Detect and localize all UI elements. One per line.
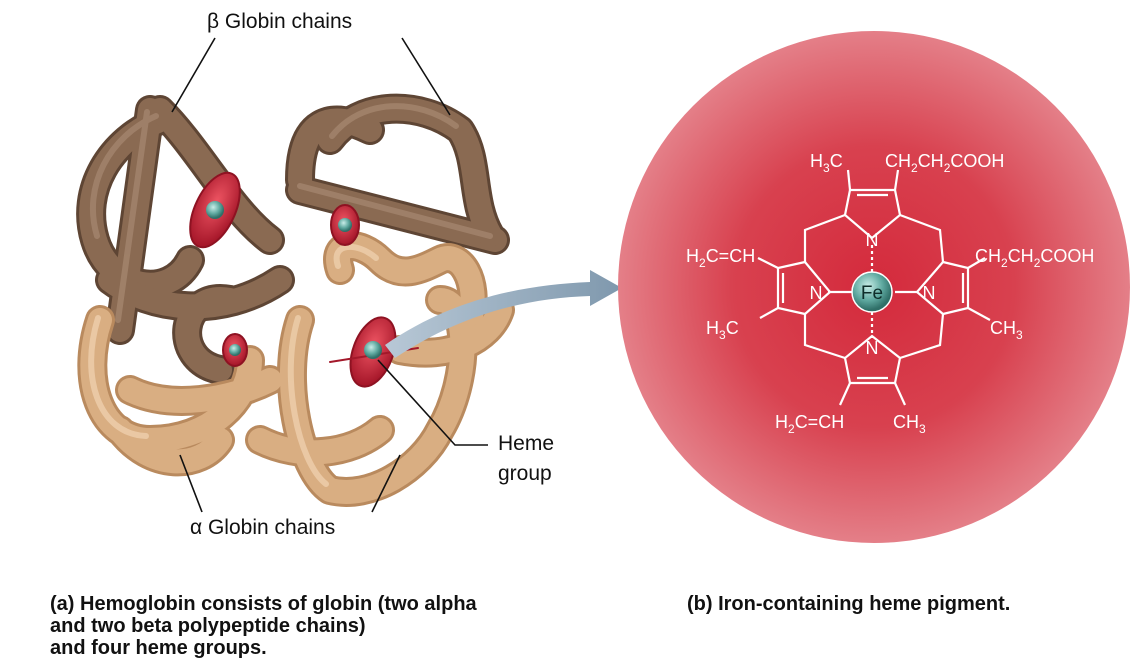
caption-a: (a) Hemoglobin consists of globin (two a… xyxy=(50,593,610,659)
iron-atom xyxy=(851,271,893,313)
caption-a-line: (a) Hemoglobin consists of globin (two a… xyxy=(50,593,477,615)
porphyrin-skeleton xyxy=(757,169,991,406)
caption-b: (b) Iron-containing heme pigment. xyxy=(687,593,1011,615)
nitrogen-label-left: N xyxy=(810,283,823,303)
leader-line-alpha-left xyxy=(179,454,203,513)
beta-chains-highlight xyxy=(90,103,493,323)
heme-group xyxy=(222,333,248,367)
methyl-label-right: CH3 xyxy=(990,318,1023,342)
caption-a-line: and four heme groups. xyxy=(50,637,267,659)
hemoglobin-model xyxy=(76,93,515,507)
propionic-label-right: CH2CH2COOH xyxy=(975,246,1094,270)
iron-label: Fe xyxy=(861,283,883,304)
nitrogen-label-right: N xyxy=(923,283,936,303)
heme-group-label-line1: Heme xyxy=(498,432,555,455)
vinyl-label-left: H2C=CH xyxy=(686,246,755,270)
leader-line-heme xyxy=(377,359,488,446)
leader-line-alpha-right xyxy=(371,454,401,513)
heme-group-label-line2: group xyxy=(498,462,552,485)
vinyl-label-bottom: H2C=CH xyxy=(775,412,844,436)
methyl-label-bottom: CH3 xyxy=(893,412,926,436)
heme-group-highlighted xyxy=(329,316,419,388)
beta-chains xyxy=(79,96,507,382)
alpha-chains-label: α Globin chains xyxy=(190,516,336,539)
caption-a-line: and two beta polypeptide chains) xyxy=(50,615,366,637)
zoom-arrow xyxy=(385,270,622,358)
leader-line-beta-right xyxy=(401,37,451,116)
nitrogen-label-top: N xyxy=(866,230,879,250)
propionic-label-top-right: CH2CH2COOH xyxy=(885,151,1004,175)
nitrogen-label-bottom: N xyxy=(866,338,879,358)
leader-lines xyxy=(171,37,488,513)
beta-chains-label: β Globin chains xyxy=(207,10,353,33)
alpha-chains-highlight xyxy=(88,243,379,487)
heme-group xyxy=(189,171,241,249)
methyl-label-left: H3C xyxy=(706,318,739,342)
heme-group xyxy=(330,204,360,246)
leader-line-beta-left xyxy=(171,37,216,113)
methyl-label-top-left: H3C xyxy=(810,151,843,175)
